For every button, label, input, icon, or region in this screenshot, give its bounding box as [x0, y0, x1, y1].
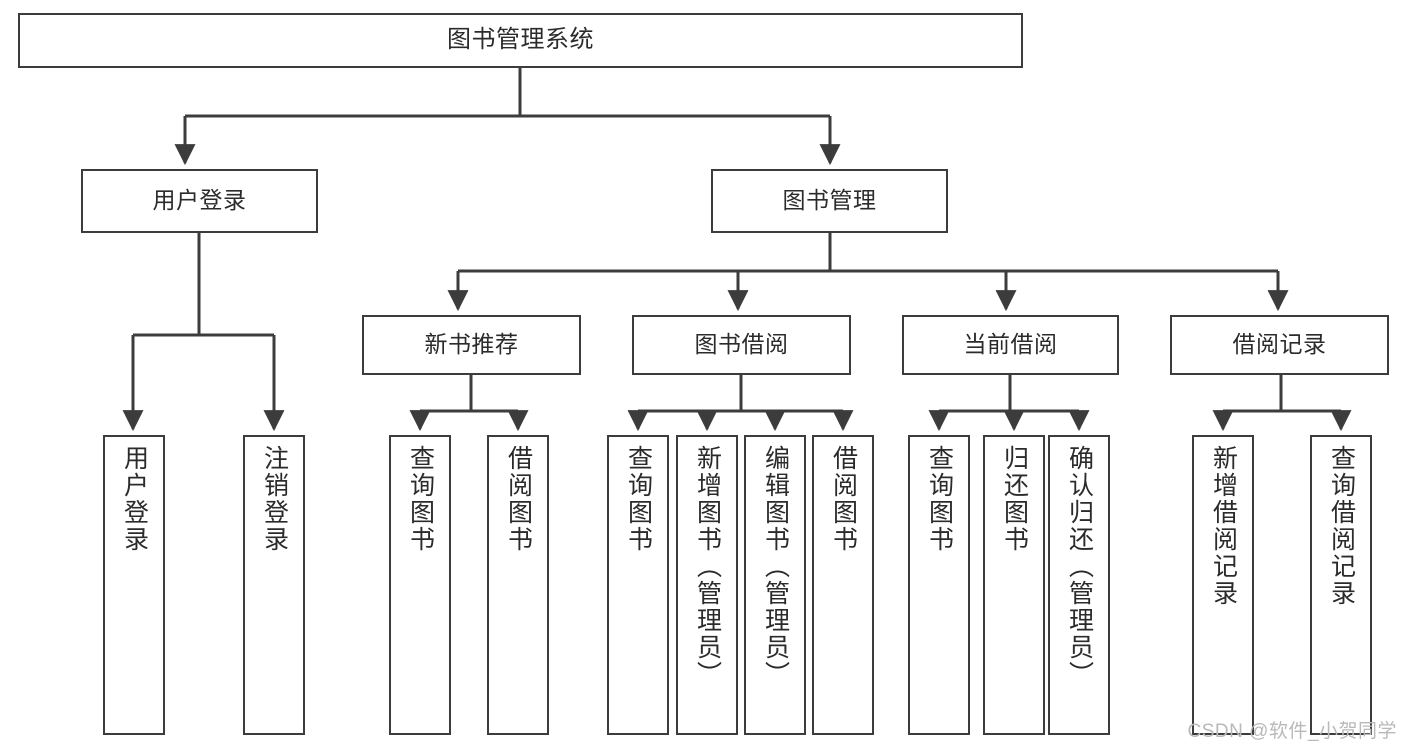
node-level2-1-label: 图书管理	[782, 187, 877, 214]
node-root[interactable]: 图书管理系统	[18, 13, 1023, 68]
node-leaf-8[interactable]: 查询图书	[908, 435, 970, 735]
node-leaf-12[interactable]: 查询借阅记录	[1310, 435, 1372, 735]
node-leaf-5-label: 新增图书（管理员）	[693, 445, 722, 688]
node-level2-0[interactable]: 用户登录	[81, 169, 318, 233]
node-leaf-10[interactable]: 确认归还（管理员）	[1048, 435, 1110, 735]
node-leaf-9[interactable]: 归还图书	[983, 435, 1045, 735]
node-level3-2[interactable]: 当前借阅	[902, 315, 1119, 375]
node-level2-0-label: 用户登录	[152, 187, 247, 214]
node-leaf-3-label: 借阅图书	[504, 445, 533, 553]
node-leaf-11[interactable]: 新增借阅记录	[1192, 435, 1254, 735]
node-leaf-2-label: 查询图书	[406, 445, 435, 553]
node-leaf-12-label: 查询借阅记录	[1327, 445, 1356, 607]
node-leaf-0-label: 用户登录	[120, 445, 149, 553]
node-level3-3[interactable]: 借阅记录	[1170, 315, 1389, 375]
node-leaf-8-label: 查询图书	[925, 445, 954, 553]
node-leaf-0[interactable]: 用户登录	[103, 435, 165, 735]
node-level3-2-label: 当前借阅	[963, 331, 1058, 358]
node-leaf-7-label: 借阅图书	[829, 445, 858, 553]
node-leaf-7[interactable]: 借阅图书	[812, 435, 874, 735]
node-root-label: 图书管理系统	[447, 26, 594, 54]
node-leaf-10-label: 确认归还（管理员）	[1065, 445, 1094, 688]
node-leaf-1[interactable]: 注销登录	[243, 435, 305, 735]
node-leaf-4-label: 查询图书	[624, 445, 653, 553]
node-leaf-4[interactable]: 查询图书	[607, 435, 669, 735]
node-leaf-9-label: 归还图书	[1000, 445, 1029, 553]
node-level3-1-label: 图书借阅	[694, 331, 789, 358]
node-level3-0-label: 新书推荐	[424, 331, 519, 358]
node-level3-1[interactable]: 图书借阅	[632, 315, 851, 375]
node-leaf-6-label: 编辑图书（管理员）	[761, 445, 790, 688]
node-leaf-1-label: 注销登录	[260, 445, 289, 553]
node-leaf-3[interactable]: 借阅图书	[487, 435, 549, 735]
node-level3-3-label: 借阅记录	[1232, 331, 1327, 358]
node-leaf-2[interactable]: 查询图书	[389, 435, 451, 735]
node-leaf-11-label: 新增借阅记录	[1209, 445, 1238, 607]
node-leaf-6[interactable]: 编辑图书（管理员）	[744, 435, 806, 735]
node-level3-0[interactable]: 新书推荐	[362, 315, 581, 375]
node-leaf-5[interactable]: 新增图书（管理员）	[676, 435, 738, 735]
node-level2-1[interactable]: 图书管理	[711, 169, 948, 233]
